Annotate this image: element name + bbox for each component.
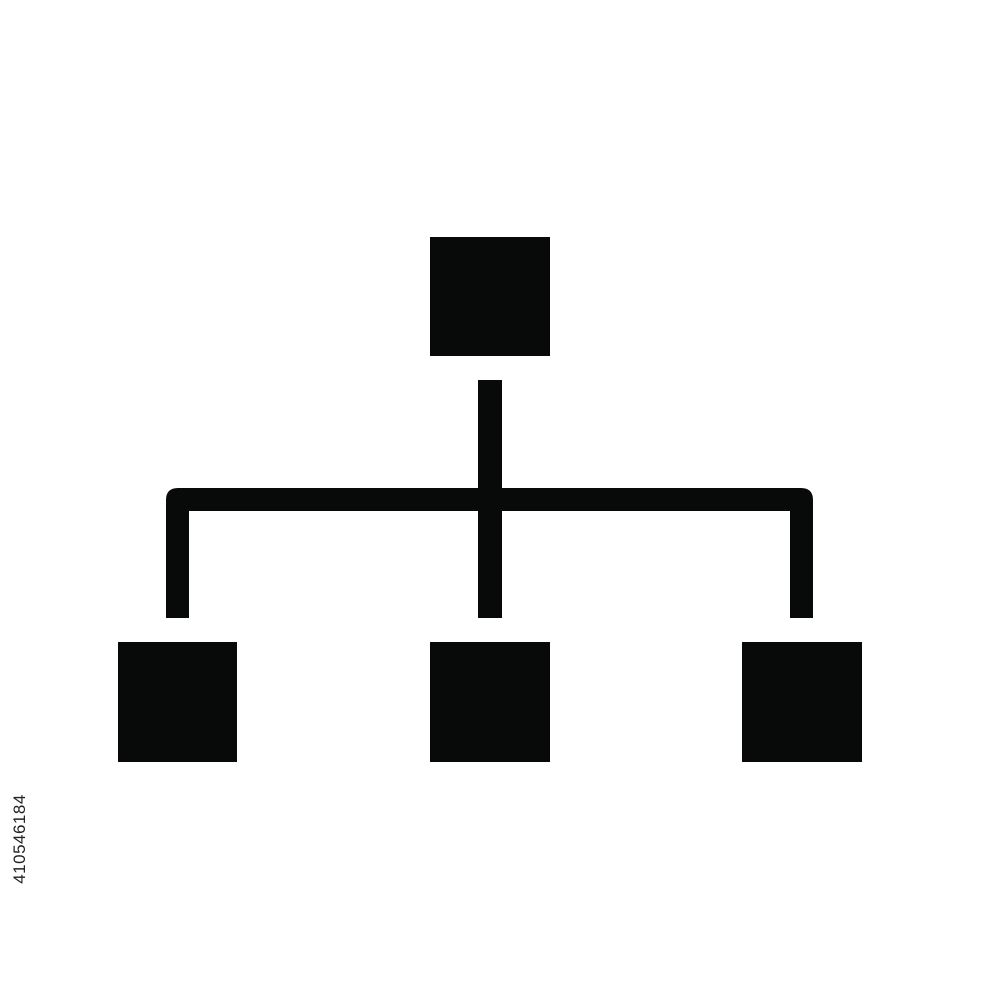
child-node-center <box>430 642 550 762</box>
stock-id-label: 410546184 <box>6 764 34 914</box>
child-node-right <box>742 642 862 762</box>
stock-id-text: 410546184 <box>10 794 29 884</box>
horizontal-connector <box>166 488 813 618</box>
root-node <box>430 237 550 356</box>
child-node-left <box>118 642 237 762</box>
